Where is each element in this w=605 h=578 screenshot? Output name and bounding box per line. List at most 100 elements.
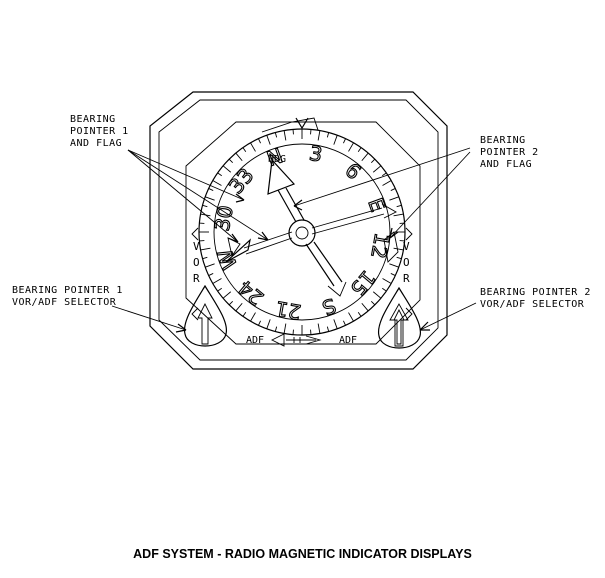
compass-tick xyxy=(274,132,278,138)
compass-tick xyxy=(343,320,346,326)
vor-left-o: O xyxy=(193,256,200,269)
bearing-pointer-2-icon xyxy=(267,158,347,297)
compass-tick xyxy=(326,132,330,138)
compass-tick xyxy=(357,312,362,317)
compass-tick xyxy=(242,147,247,152)
compass-tick xyxy=(372,165,382,173)
compass-tick xyxy=(205,263,215,268)
compass-tick xyxy=(258,320,261,326)
compass-tick xyxy=(212,278,222,284)
compass-tick xyxy=(348,142,354,152)
compass-tick xyxy=(382,180,392,186)
compass-tick xyxy=(217,287,222,292)
compass-tick xyxy=(382,278,392,284)
callout-bp1-selector-line2: VOR/ADF SELECTOR xyxy=(12,297,117,308)
callout-bp2-selector-line2: VOR/ADF SELECTOR xyxy=(480,299,585,310)
compass-tick xyxy=(343,138,346,144)
vor-right-v: V xyxy=(403,240,410,253)
compass-tick xyxy=(222,291,232,299)
compass-number: S xyxy=(319,293,339,320)
compass-number: 6 xyxy=(341,158,366,185)
compass-tick xyxy=(283,130,287,141)
compass-tick xyxy=(361,152,369,162)
compass-ticks xyxy=(199,129,405,335)
callout-bp1-flag-line1: BEARING xyxy=(70,114,116,125)
compass-tick xyxy=(396,204,402,208)
compass-tick xyxy=(258,138,261,144)
compass-tick xyxy=(326,326,330,332)
compass-tick xyxy=(208,188,214,191)
compass-tick xyxy=(333,135,338,145)
compass-tick xyxy=(370,158,376,164)
compass-tick xyxy=(393,213,404,217)
figure-caption: ADF SYSTEM - RADIO MAGNETIC INDICATOR DI… xyxy=(133,547,472,561)
compass-tick xyxy=(266,135,271,145)
callout-bp2-flag-line2: POINTER 2 xyxy=(480,147,539,158)
compass-tick xyxy=(205,196,215,201)
compass-tick xyxy=(228,158,234,164)
leader-lines xyxy=(111,147,477,333)
compass-tick xyxy=(382,172,387,177)
left-index-bottom-icon xyxy=(191,307,199,321)
left-index-top-icon xyxy=(191,227,199,241)
callout-bp1-flag-line2: POINTER 1 xyxy=(70,126,129,137)
callout-bp2-flag-line1: BEARING xyxy=(480,135,526,146)
compass-tick xyxy=(348,312,354,322)
compass-tick xyxy=(333,319,338,329)
compass-tick xyxy=(370,300,376,306)
compass-tick xyxy=(202,256,208,260)
compass-tick xyxy=(222,165,232,173)
compass-tick xyxy=(250,142,256,152)
callout-bp2-flag-line3: AND FLAG xyxy=(480,159,532,170)
compass-number: W xyxy=(213,246,242,273)
callout-bp1-selector-line1: BEARING POINTER 1 xyxy=(12,285,123,296)
pointer-hub-inner xyxy=(295,226,309,240)
compass-number: 21 xyxy=(274,296,303,324)
compass-tick xyxy=(390,273,396,276)
compass-tick xyxy=(372,291,382,299)
vor-left-r: R xyxy=(193,272,200,285)
bearing-pointer-1-icon xyxy=(225,203,397,263)
compass-tick xyxy=(283,323,287,334)
adf-pointer-symbol-icon xyxy=(270,333,322,347)
compass-tick xyxy=(200,247,211,251)
bezel-outer xyxy=(149,91,448,370)
compass-tick xyxy=(357,147,362,152)
bearing-pointer-1-selector-knob[interactable] xyxy=(183,284,228,347)
compass-tick xyxy=(390,188,396,191)
hdg-label: HDG xyxy=(268,154,286,165)
pointer-hub xyxy=(288,219,316,247)
bezel-inner xyxy=(158,99,439,361)
right-index-top-icon xyxy=(405,227,413,241)
right-index-bottom-icon xyxy=(405,307,413,321)
compass-tick xyxy=(212,180,222,186)
vor-left-v: V xyxy=(193,240,200,253)
compass-tick xyxy=(242,312,247,317)
compass-tick xyxy=(208,273,214,276)
compass-number: 24 xyxy=(233,276,268,311)
compass-card-inner xyxy=(213,143,391,321)
compass-tick xyxy=(393,247,404,251)
compass-tick xyxy=(317,323,321,334)
callout-bp2-selector-line1: BEARING POINTER 2 xyxy=(480,287,591,298)
compass-tick xyxy=(396,256,402,260)
compass-tick xyxy=(389,263,399,268)
compass-number: 15 xyxy=(346,266,381,301)
compass-tick xyxy=(274,326,278,332)
compass-tick xyxy=(389,196,399,201)
compass-tick xyxy=(202,204,208,208)
bearing-pointer-2-selector-knob[interactable] xyxy=(377,286,422,349)
compass-tick xyxy=(217,172,222,177)
callout-bp1-flag-line3: AND FLAG xyxy=(70,138,122,149)
compass-tick xyxy=(361,302,369,312)
compass-tick xyxy=(382,287,387,292)
face-frame xyxy=(185,121,421,345)
compass-tick xyxy=(235,302,243,312)
compass-tick xyxy=(235,152,243,162)
lubber-shroud xyxy=(261,117,319,133)
compass-tick xyxy=(317,130,321,141)
compass-tick xyxy=(250,312,256,322)
vor-right-o: O xyxy=(403,256,410,269)
